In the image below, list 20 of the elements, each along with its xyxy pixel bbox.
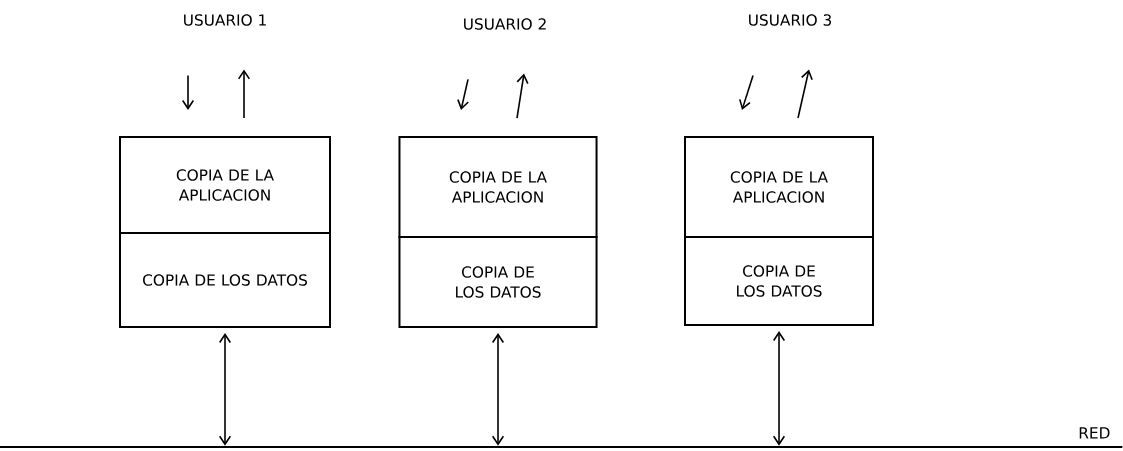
arrow [237, 69, 251, 119]
arrow [491, 333, 505, 446]
arrow [218, 333, 232, 446]
arrow [797, 69, 813, 119]
arrow [772, 331, 786, 446]
component-box: COPIA DE LOS DATOS [398, 236, 598, 328]
component-box: COPIA DE LOS DATOS [684, 236, 874, 326]
user-label: USUARIO 1 [184, 14, 266, 26]
component-box: COPIA DE LA APLICACION [119, 136, 331, 234]
arrow [457, 78, 470, 110]
component-box: COPIA DE LOS DATOS [119, 232, 331, 328]
component-box: COPIA DE LA APLICACION [398, 136, 598, 238]
network-label: RED [1079, 427, 1110, 439]
arrow [181, 74, 195, 110]
user-label: USUARIO 2 [464, 18, 546, 30]
user-label: USUARIO 3 [749, 14, 832, 26]
component-box: COPIA DE LA APLICACION [684, 136, 874, 238]
arrow [739, 74, 754, 110]
network-line [0, 446, 1123, 448]
arrow [516, 73, 529, 119]
